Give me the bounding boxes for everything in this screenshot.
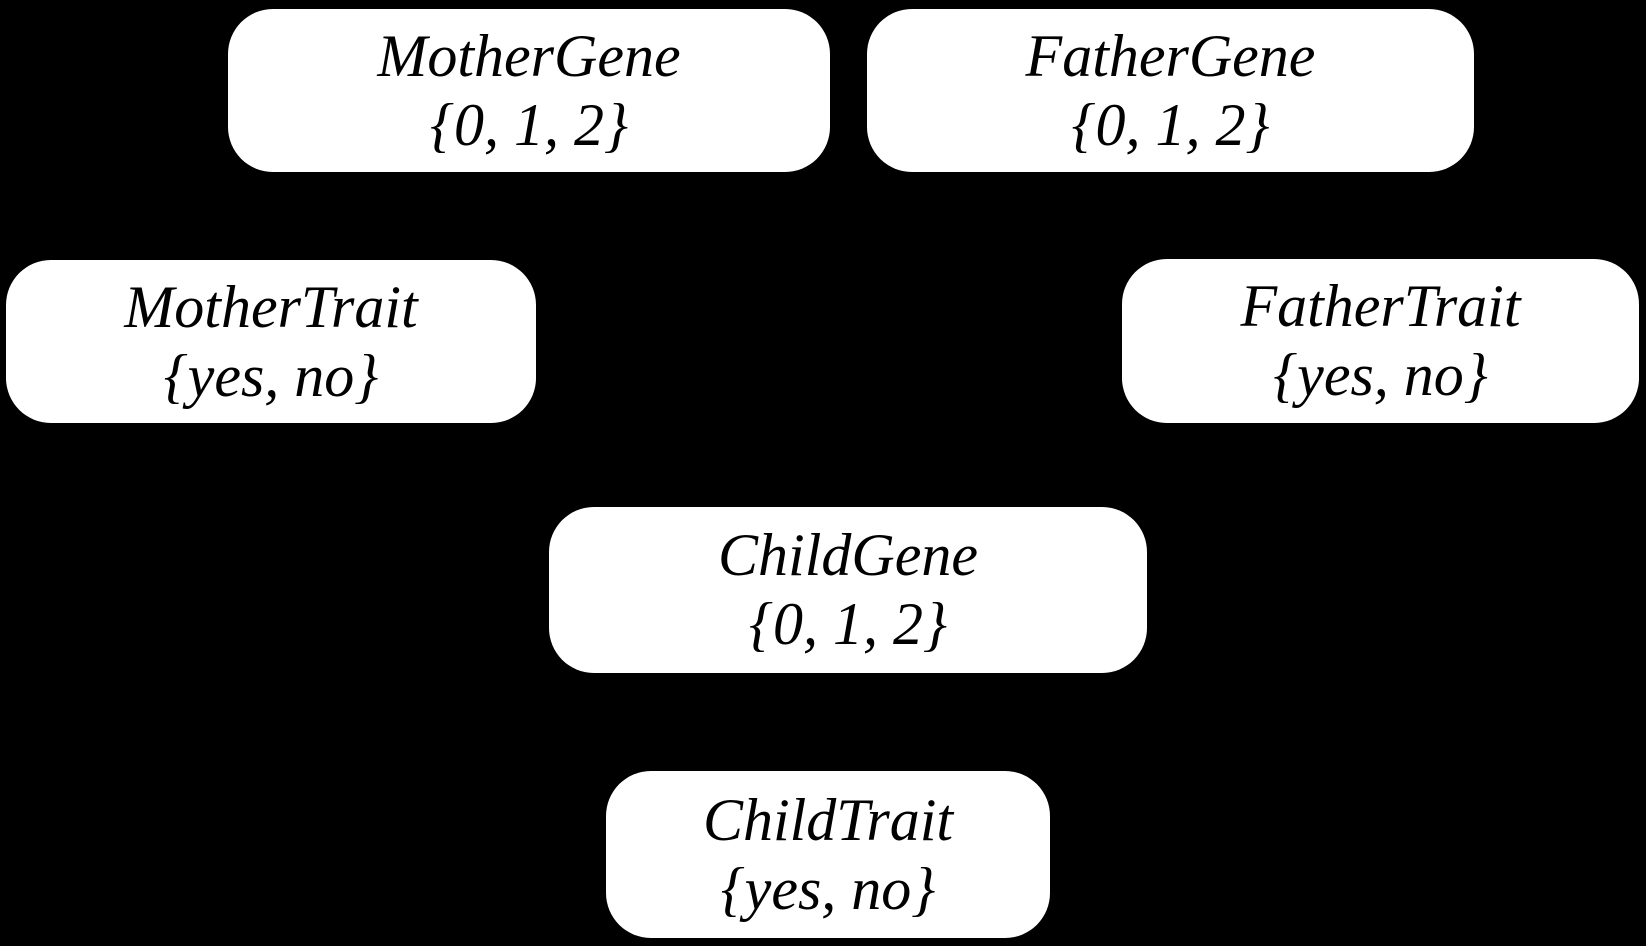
node-child-gene-label: ChildGene xyxy=(718,522,978,588)
node-father-trait-values: {yes, no} xyxy=(1273,342,1488,408)
node-father-gene-label: FatherGene xyxy=(1025,22,1316,89)
node-mother-gene-values: {0, 1, 2} xyxy=(430,91,628,158)
node-child-trait: ChildTrait {yes, no} xyxy=(606,771,1050,938)
node-child-trait-values: {yes, no} xyxy=(720,855,936,922)
node-mother-trait-values: {yes, no} xyxy=(163,342,379,409)
node-mother-gene-label: MotherGene xyxy=(377,22,681,89)
node-father-gene-values: {0, 1, 2} xyxy=(1071,91,1270,158)
node-mother-gene: MotherGene {0, 1, 2} xyxy=(228,9,830,172)
node-child-gene-values: {0, 1, 2} xyxy=(749,591,947,657)
node-father-trait: FatherTrait {yes, no} xyxy=(1122,259,1639,423)
node-father-gene: FatherGene {0, 1, 2} xyxy=(867,9,1474,172)
node-mother-trait-label: MotherTrait xyxy=(124,273,418,340)
node-father-trait-label: FatherTrait xyxy=(1240,273,1521,339)
node-child-gene: ChildGene {0, 1, 2} xyxy=(549,507,1147,673)
node-mother-trait: MotherTrait {yes, no} xyxy=(6,260,536,423)
node-child-trait-label: ChildTrait xyxy=(702,786,954,853)
